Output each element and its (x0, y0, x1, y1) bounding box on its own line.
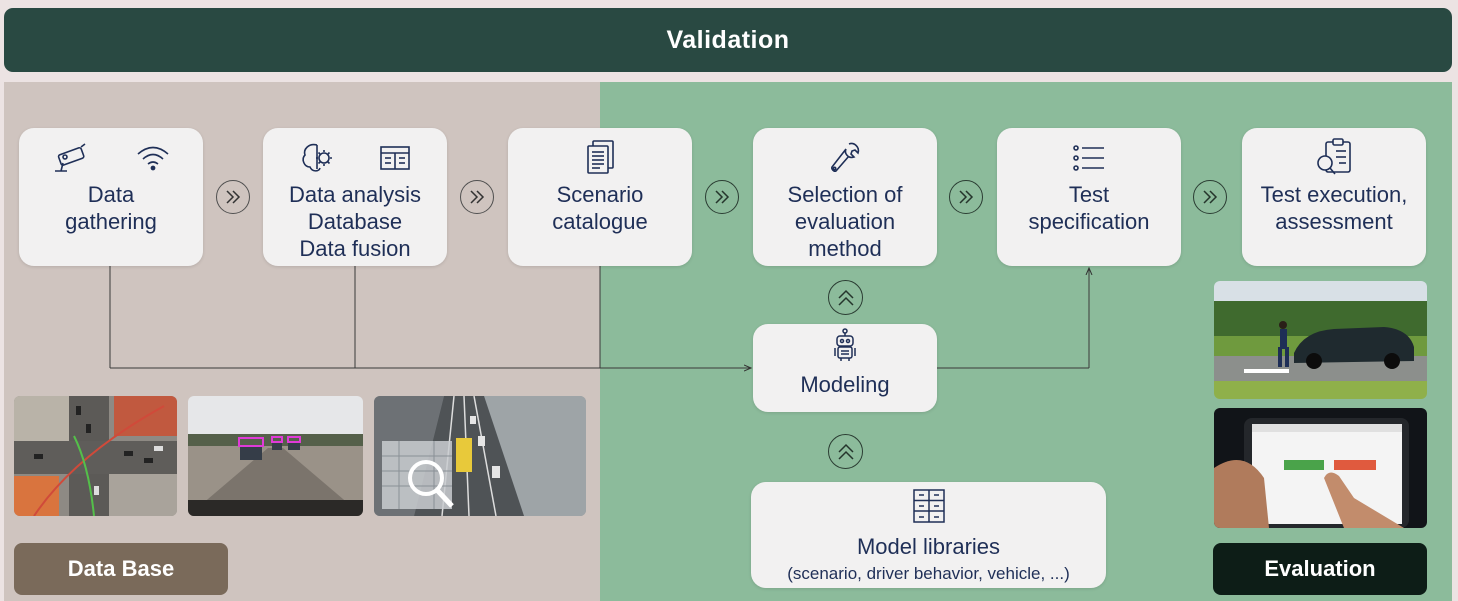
wrench-icon (827, 140, 863, 176)
model-libraries-label: Model libraries (856, 534, 1001, 559)
up-chevron-icon (828, 280, 863, 315)
step-test-execution: Test execution, assessment (1242, 128, 1426, 266)
step-label: Test execution, assessment (1260, 182, 1408, 234)
next-chevron-icon (216, 180, 250, 214)
model-libraries-box: Model libraries (scenario, driver behavi… (751, 482, 1106, 588)
next-chevron-icon (1193, 180, 1227, 214)
dashcam-detection-photo (188, 396, 363, 516)
surveillance-camera-icon (51, 141, 91, 175)
robot-icon (830, 328, 860, 367)
step-label: Test specification (1028, 182, 1150, 234)
clipboard-magnifier-icon (1314, 137, 1354, 179)
validation-banner: Validation (4, 8, 1452, 72)
step-selection-evaluation: Selection of evaluation method (753, 128, 937, 266)
step-label: Data gathering (65, 182, 157, 234)
table-icon (379, 144, 411, 172)
step-data-analysis: Data analysis Database Data fusion (263, 128, 447, 266)
step-label: Scenario catalogue (552, 182, 648, 234)
step-data-gathering: Data gathering (19, 128, 203, 266)
test-track-pedestrian-photo (1214, 281, 1427, 399)
tablet-interface-photo (1214, 408, 1427, 528)
highway-traffic-photo (374, 396, 586, 516)
modeling-label: Modeling (800, 372, 890, 397)
checklist-icon (1071, 143, 1107, 173)
step-label: Data analysis Database Data fusion (288, 182, 422, 261)
step-test-specification: Test specification (997, 128, 1181, 266)
wifi-icon (135, 143, 171, 173)
banner-title: Validation (666, 25, 790, 54)
evaluation-tag: Evaluation (1213, 543, 1427, 595)
brain-gear-icon (299, 141, 335, 175)
up-chevron-icon (828, 434, 863, 469)
database-tag: Data Base (14, 543, 228, 595)
document-stack-icon (584, 139, 616, 177)
model-libraries-sublabel: (scenario, driver behavior, vehicle, ...… (787, 564, 1070, 583)
cabinet-icon (912, 488, 946, 529)
next-chevron-icon (705, 180, 739, 214)
step-scenario-catalogue: Scenario catalogue (508, 128, 692, 266)
aerial-intersection-photo (14, 396, 177, 516)
step-label: Selection of evaluation method (787, 182, 903, 261)
modeling-box: Modeling (753, 324, 937, 412)
database-tag-label: Data Base (67, 556, 175, 581)
next-chevron-icon (949, 180, 983, 214)
evaluation-tag-label: Evaluation (1264, 556, 1376, 581)
next-chevron-icon (460, 180, 494, 214)
